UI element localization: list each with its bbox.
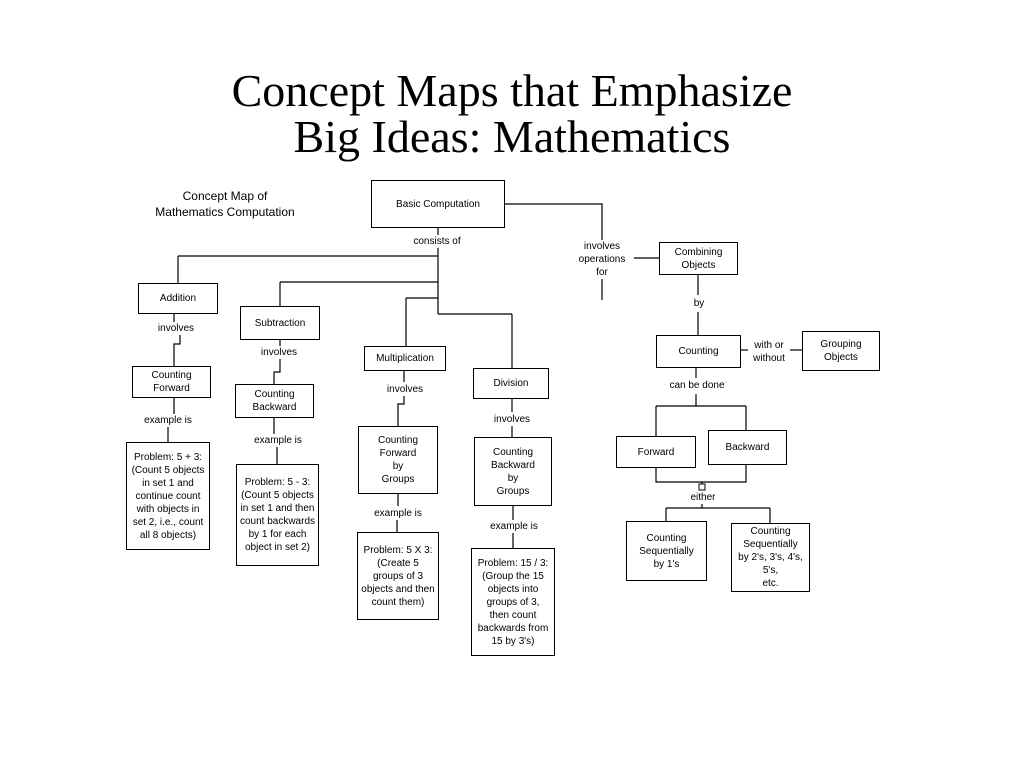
node-problem-subtraction: Problem: 5 - 3: (Count 5 objects in set … (236, 464, 319, 566)
link-example-subtraction: example is (246, 434, 310, 447)
link-by: by (680, 297, 718, 310)
node-counting-sequentially-by-multiples: Counting Sequentially by 2's, 3's, 4's, … (731, 523, 810, 592)
link-involves-operations-for: involves operations for (570, 240, 634, 279)
node-counting-backward: Counting Backward (235, 384, 314, 418)
node-problem-division: Problem: 15 / 3: (Group the 15 objects i… (471, 548, 555, 656)
node-grouping-objects: Grouping Objects (802, 331, 880, 371)
link-can-be-done: can be done (660, 379, 734, 392)
node-problem-addition: Problem: 5 + 3: (Count 5 objects in set … (126, 442, 210, 550)
node-addition: Addition (138, 283, 218, 314)
link-example-addition: example is (136, 414, 200, 427)
node-counting-backward-by-groups: Counting Backward by Groups (474, 437, 552, 506)
link-either: either (682, 491, 724, 504)
link-involves-division: involves (486, 413, 538, 426)
link-with-or-without: with or without (748, 339, 790, 365)
link-consists-of: consists of (396, 235, 478, 248)
node-backward: Backward (708, 430, 787, 465)
link-example-division: example is (482, 520, 546, 533)
node-counting-forward: Counting Forward (132, 366, 211, 398)
link-involves-multiplication: involves (379, 383, 431, 396)
node-forward: Forward (616, 436, 696, 468)
node-counting: Counting (656, 335, 741, 368)
node-multiplication: Multiplication (364, 346, 446, 371)
slide-title: Concept Maps that Emphasize Big Ideas: M… (0, 68, 1024, 160)
link-involves-addition: involves (150, 322, 202, 335)
node-counting-sequentially-by-1: Counting Sequentially by 1's (626, 521, 707, 581)
slide-title-line-1: Concept Maps that Emphasize (231, 65, 793, 116)
link-example-multiplication: example is (366, 507, 430, 520)
node-combining-objects: Combining Objects (659, 242, 738, 275)
node-counting-forward-by-groups: Counting Forward by Groups (358, 426, 438, 494)
map-caption: Concept Map of Mathematics Computation (155, 189, 295, 219)
node-division: Division (473, 368, 549, 399)
link-involves-subtraction: involves (253, 346, 305, 359)
node-subtraction: Subtraction (240, 306, 320, 340)
node-problem-multiplication: Problem: 5 X 3: (Create 5 groups of 3 ob… (357, 532, 439, 620)
slide-title-line-2: Big Ideas: Mathematics (293, 111, 731, 162)
node-basic-computation: Basic Computation (371, 180, 505, 228)
junction-marker (698, 483, 706, 491)
